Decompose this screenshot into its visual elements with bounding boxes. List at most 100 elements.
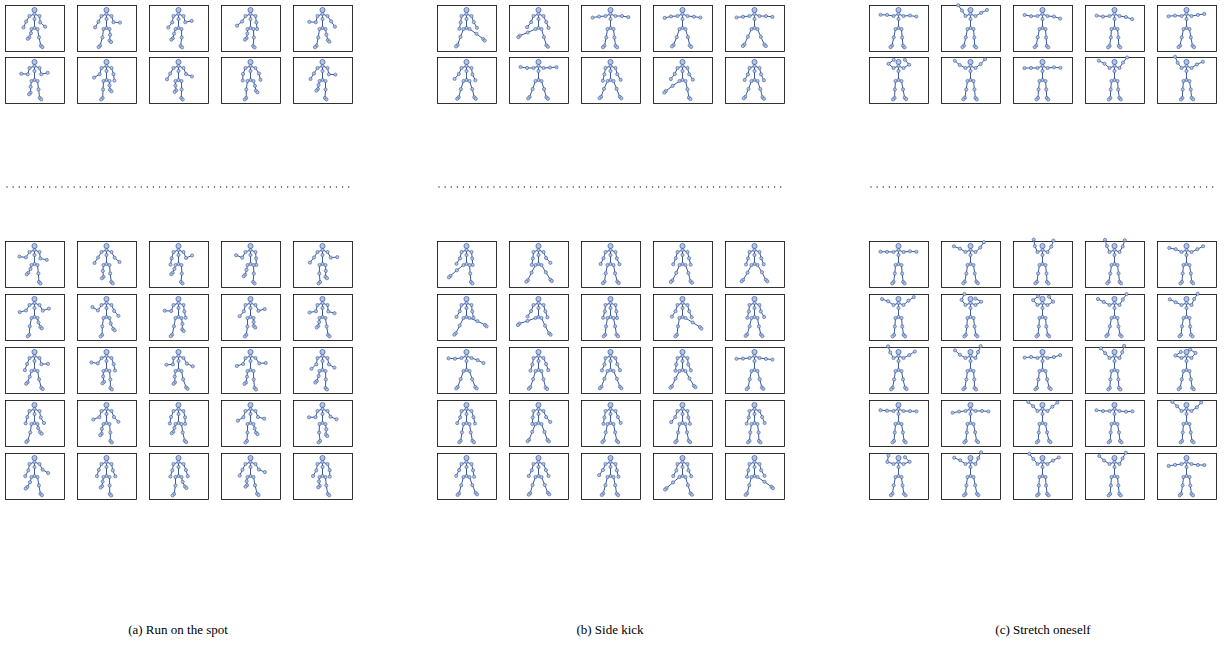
frame-thumbnail bbox=[294, 348, 353, 394]
skeleton-joint bbox=[462, 369, 465, 372]
skeleton-joint bbox=[326, 435, 329, 438]
skeleton-joint bbox=[244, 485, 247, 488]
skeleton-joint bbox=[540, 316, 543, 319]
skeleton-joint bbox=[326, 409, 329, 412]
skeleton-joint bbox=[548, 66, 551, 69]
skeleton-head bbox=[32, 296, 37, 301]
skeleton-joint bbox=[102, 263, 105, 266]
skeleton-joint bbox=[249, 301, 252, 304]
skeleton-joint bbox=[543, 324, 546, 327]
skeleton-joint bbox=[245, 479, 248, 482]
frame-thumbnail bbox=[222, 6, 281, 52]
skeleton-joint bbox=[105, 64, 108, 67]
skeleton-joint bbox=[98, 416, 101, 419]
skeleton-joint bbox=[317, 83, 320, 86]
skeleton-joint bbox=[316, 409, 319, 412]
skeleton-joint bbox=[172, 66, 175, 69]
skeleton-joint bbox=[530, 263, 533, 266]
skeleton-joint bbox=[758, 14, 761, 17]
frame-thumbnail bbox=[78, 295, 137, 341]
skeleton-joint bbox=[627, 16, 630, 19]
skeleton-joint bbox=[253, 484, 256, 487]
skeleton-joint bbox=[26, 73, 29, 76]
skeleton-joint bbox=[458, 257, 461, 260]
skeleton-joint bbox=[545, 20, 548, 23]
skeleton-joint bbox=[519, 65, 522, 68]
motion-panel bbox=[438, 6, 785, 500]
skeleton-joint bbox=[676, 325, 679, 328]
skeleton-joint bbox=[110, 14, 113, 17]
skeleton-joint bbox=[324, 378, 327, 381]
skeleton-joint bbox=[252, 272, 255, 275]
skeleton-head bbox=[752, 7, 757, 12]
skeleton-joint bbox=[746, 316, 749, 319]
skeleton-joint bbox=[249, 17, 252, 20]
skeleton-joint bbox=[465, 248, 468, 251]
skeleton-head bbox=[680, 296, 685, 301]
frame-thumbnail bbox=[6, 348, 65, 394]
skeleton-joint bbox=[105, 412, 108, 415]
skeleton-joint bbox=[39, 257, 42, 260]
skeleton-joint bbox=[328, 475, 331, 478]
frame-thumbnail bbox=[222, 454, 281, 500]
skeleton-joint bbox=[177, 69, 180, 72]
frame-thumbnail bbox=[438, 242, 497, 288]
skeleton-joint bbox=[252, 263, 255, 266]
skeleton-joint bbox=[242, 275, 245, 278]
skeleton-head bbox=[248, 349, 253, 354]
skeleton-joint bbox=[758, 66, 761, 69]
skeleton-joint bbox=[746, 35, 749, 38]
skeleton-joint bbox=[28, 303, 31, 306]
skeleton-joint bbox=[462, 316, 465, 319]
skeleton-joint bbox=[308, 20, 311, 23]
skeleton-joint bbox=[601, 46, 604, 49]
skeleton-joint bbox=[324, 369, 327, 372]
skeleton-joint bbox=[688, 310, 691, 313]
skeleton-joint bbox=[735, 16, 738, 19]
skeleton-joint bbox=[33, 69, 36, 72]
skeleton-joint bbox=[28, 66, 31, 69]
skeleton-joint bbox=[18, 310, 21, 313]
skeleton-joint bbox=[38, 409, 41, 412]
skeleton-joint bbox=[318, 316, 321, 319]
skeleton-joint bbox=[459, 35, 462, 38]
skeleton-head bbox=[320, 349, 325, 354]
skeleton-joint bbox=[321, 253, 324, 256]
skeleton-joint bbox=[606, 27, 609, 30]
skeleton-joint bbox=[252, 36, 255, 39]
skeleton-joint bbox=[177, 359, 180, 362]
skeleton-joint bbox=[92, 76, 95, 79]
skeleton-joint bbox=[26, 335, 29, 338]
skeleton-joint bbox=[472, 20, 475, 23]
skeleton-joint bbox=[165, 78, 168, 81]
skeleton-joint bbox=[180, 79, 183, 82]
skeleton-joint bbox=[113, 309, 116, 312]
skeleton-joint bbox=[540, 79, 543, 82]
skeleton-joint bbox=[542, 356, 545, 359]
skeleton-joint bbox=[256, 91, 259, 94]
skeleton-joint bbox=[684, 316, 687, 319]
skeleton-joint bbox=[746, 271, 749, 274]
skeleton-joint bbox=[170, 309, 173, 312]
frame-thumbnail bbox=[654, 58, 713, 104]
frame-thumbnail bbox=[78, 454, 137, 500]
skeleton-joint bbox=[618, 263, 621, 266]
skeleton-joint bbox=[686, 36, 689, 39]
skeleton-joint bbox=[527, 387, 530, 390]
skeleton-joint bbox=[36, 422, 39, 425]
skeleton-joint bbox=[325, 325, 328, 328]
skeleton-joint bbox=[172, 356, 175, 359]
skeleton-joint bbox=[37, 272, 40, 275]
skeleton-joint bbox=[328, 40, 331, 43]
skeleton-joint bbox=[172, 462, 175, 465]
skeleton-joint bbox=[110, 494, 113, 497]
skeleton-joint bbox=[114, 475, 117, 478]
skeleton-joint bbox=[329, 256, 332, 259]
skeleton-joint bbox=[465, 306, 468, 309]
skeleton-joint bbox=[317, 36, 320, 39]
skeleton-joint bbox=[321, 301, 324, 304]
skeleton-joint bbox=[325, 388, 328, 391]
skeleton-head bbox=[248, 455, 253, 460]
skeleton-joint bbox=[254, 462, 257, 465]
skeleton-joint bbox=[244, 14, 247, 17]
